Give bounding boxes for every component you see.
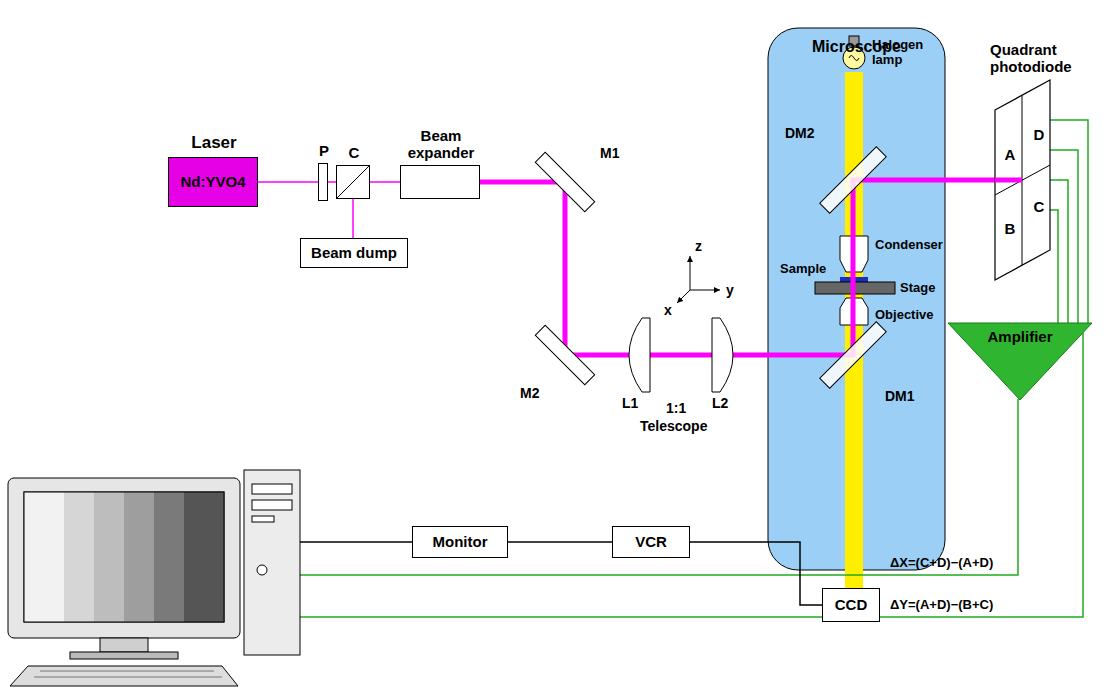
quadrant: D [1032,126,1046,144]
node-text: VCR [635,533,667,550]
amplifier: Amplifier [948,323,1092,401]
beam-dump: Beam dump [300,238,408,268]
node-text: C [1034,198,1045,215]
quadrant-photodiode: Quadrant photodiodeADBC [995,80,1050,280]
video-cable [690,542,822,605]
ratio-label: 1:1 [666,400,686,416]
laser-beam [353,199,354,238]
signal-label: ΔX=(C+D)−(A+D) [890,556,993,571]
laser-beam [480,180,1022,355]
lens [629,318,650,392]
node-text: CCD [835,596,868,613]
node-text: A [1005,146,1016,163]
laser-beam [352,199,354,238]
video-cable [508,542,612,543]
node-text: D [1034,126,1045,143]
laser-beam [328,181,336,183]
part-label: Telescope [640,418,707,434]
beam-expander: Beam expander [400,165,480,199]
vcr-box: VCR [612,526,690,558]
signal-wire [1050,120,1088,323]
heading: P [309,142,339,159]
laser-beam [328,182,336,183]
laser-beam [258,181,318,183]
signal-wire [1050,120,1088,323]
mirror-label: DM1 [885,388,915,404]
node-text: B [1005,220,1016,237]
microscope-panel: Microscope [768,28,945,570]
mirror [535,152,594,211]
laser-beam [258,182,318,183]
dichroic-mirror [820,147,886,213]
part-label: Stage [900,281,935,296]
signal-wire [300,333,1083,617]
node-text: Monitor [433,533,488,550]
heading: Quadrant photodiode [990,41,1090,76]
video-cable [300,541,412,543]
laser-box: LaserNd:YVO4 [168,157,258,207]
polarizer: P [318,163,328,201]
computer [8,470,300,686]
quadrant: C [1032,198,1046,216]
mirror-label: M1 [600,145,619,161]
photodiode-outline [995,80,1050,280]
lens [712,318,733,392]
ccd-camera: CCD [822,588,880,622]
mirror-label: DM2 [785,125,815,141]
beam-splitter-cube: C [336,165,370,199]
dichroic-mirror [820,322,886,388]
laser-beam [370,181,400,183]
node-text: Amplifier [987,328,1052,345]
video-cable [508,541,612,543]
quadrant: A [1003,146,1017,164]
mirror [535,325,594,384]
node-text: Nd:YVO4 [180,173,245,190]
axis-label: x [664,302,672,318]
axes [677,256,720,303]
signal-wire [1050,150,1078,323]
monitor-box: Monitor [412,526,508,558]
part-label: Condenser [875,238,943,253]
part-label: Sample [780,262,826,277]
heading: C [339,144,369,161]
quadrant: B [1003,220,1017,238]
mirror-label: M2 [520,385,539,401]
heading: Beam expander [396,127,486,162]
part-label: Halogen lamp [872,38,934,68]
lens-label: L2 [712,395,728,411]
laser-beam [370,182,400,183]
splitter-diagonal [337,166,369,198]
axis-label: z [695,238,702,254]
lens-label: L1 [622,395,638,411]
node-text: Beam dump [311,244,397,261]
heading: Laser [154,133,274,153]
video-cable [690,542,822,605]
signal-label: ΔY=(A+D)−(B+C) [890,598,993,613]
axis-label: y [726,282,734,298]
part-label: Objective [875,308,934,323]
